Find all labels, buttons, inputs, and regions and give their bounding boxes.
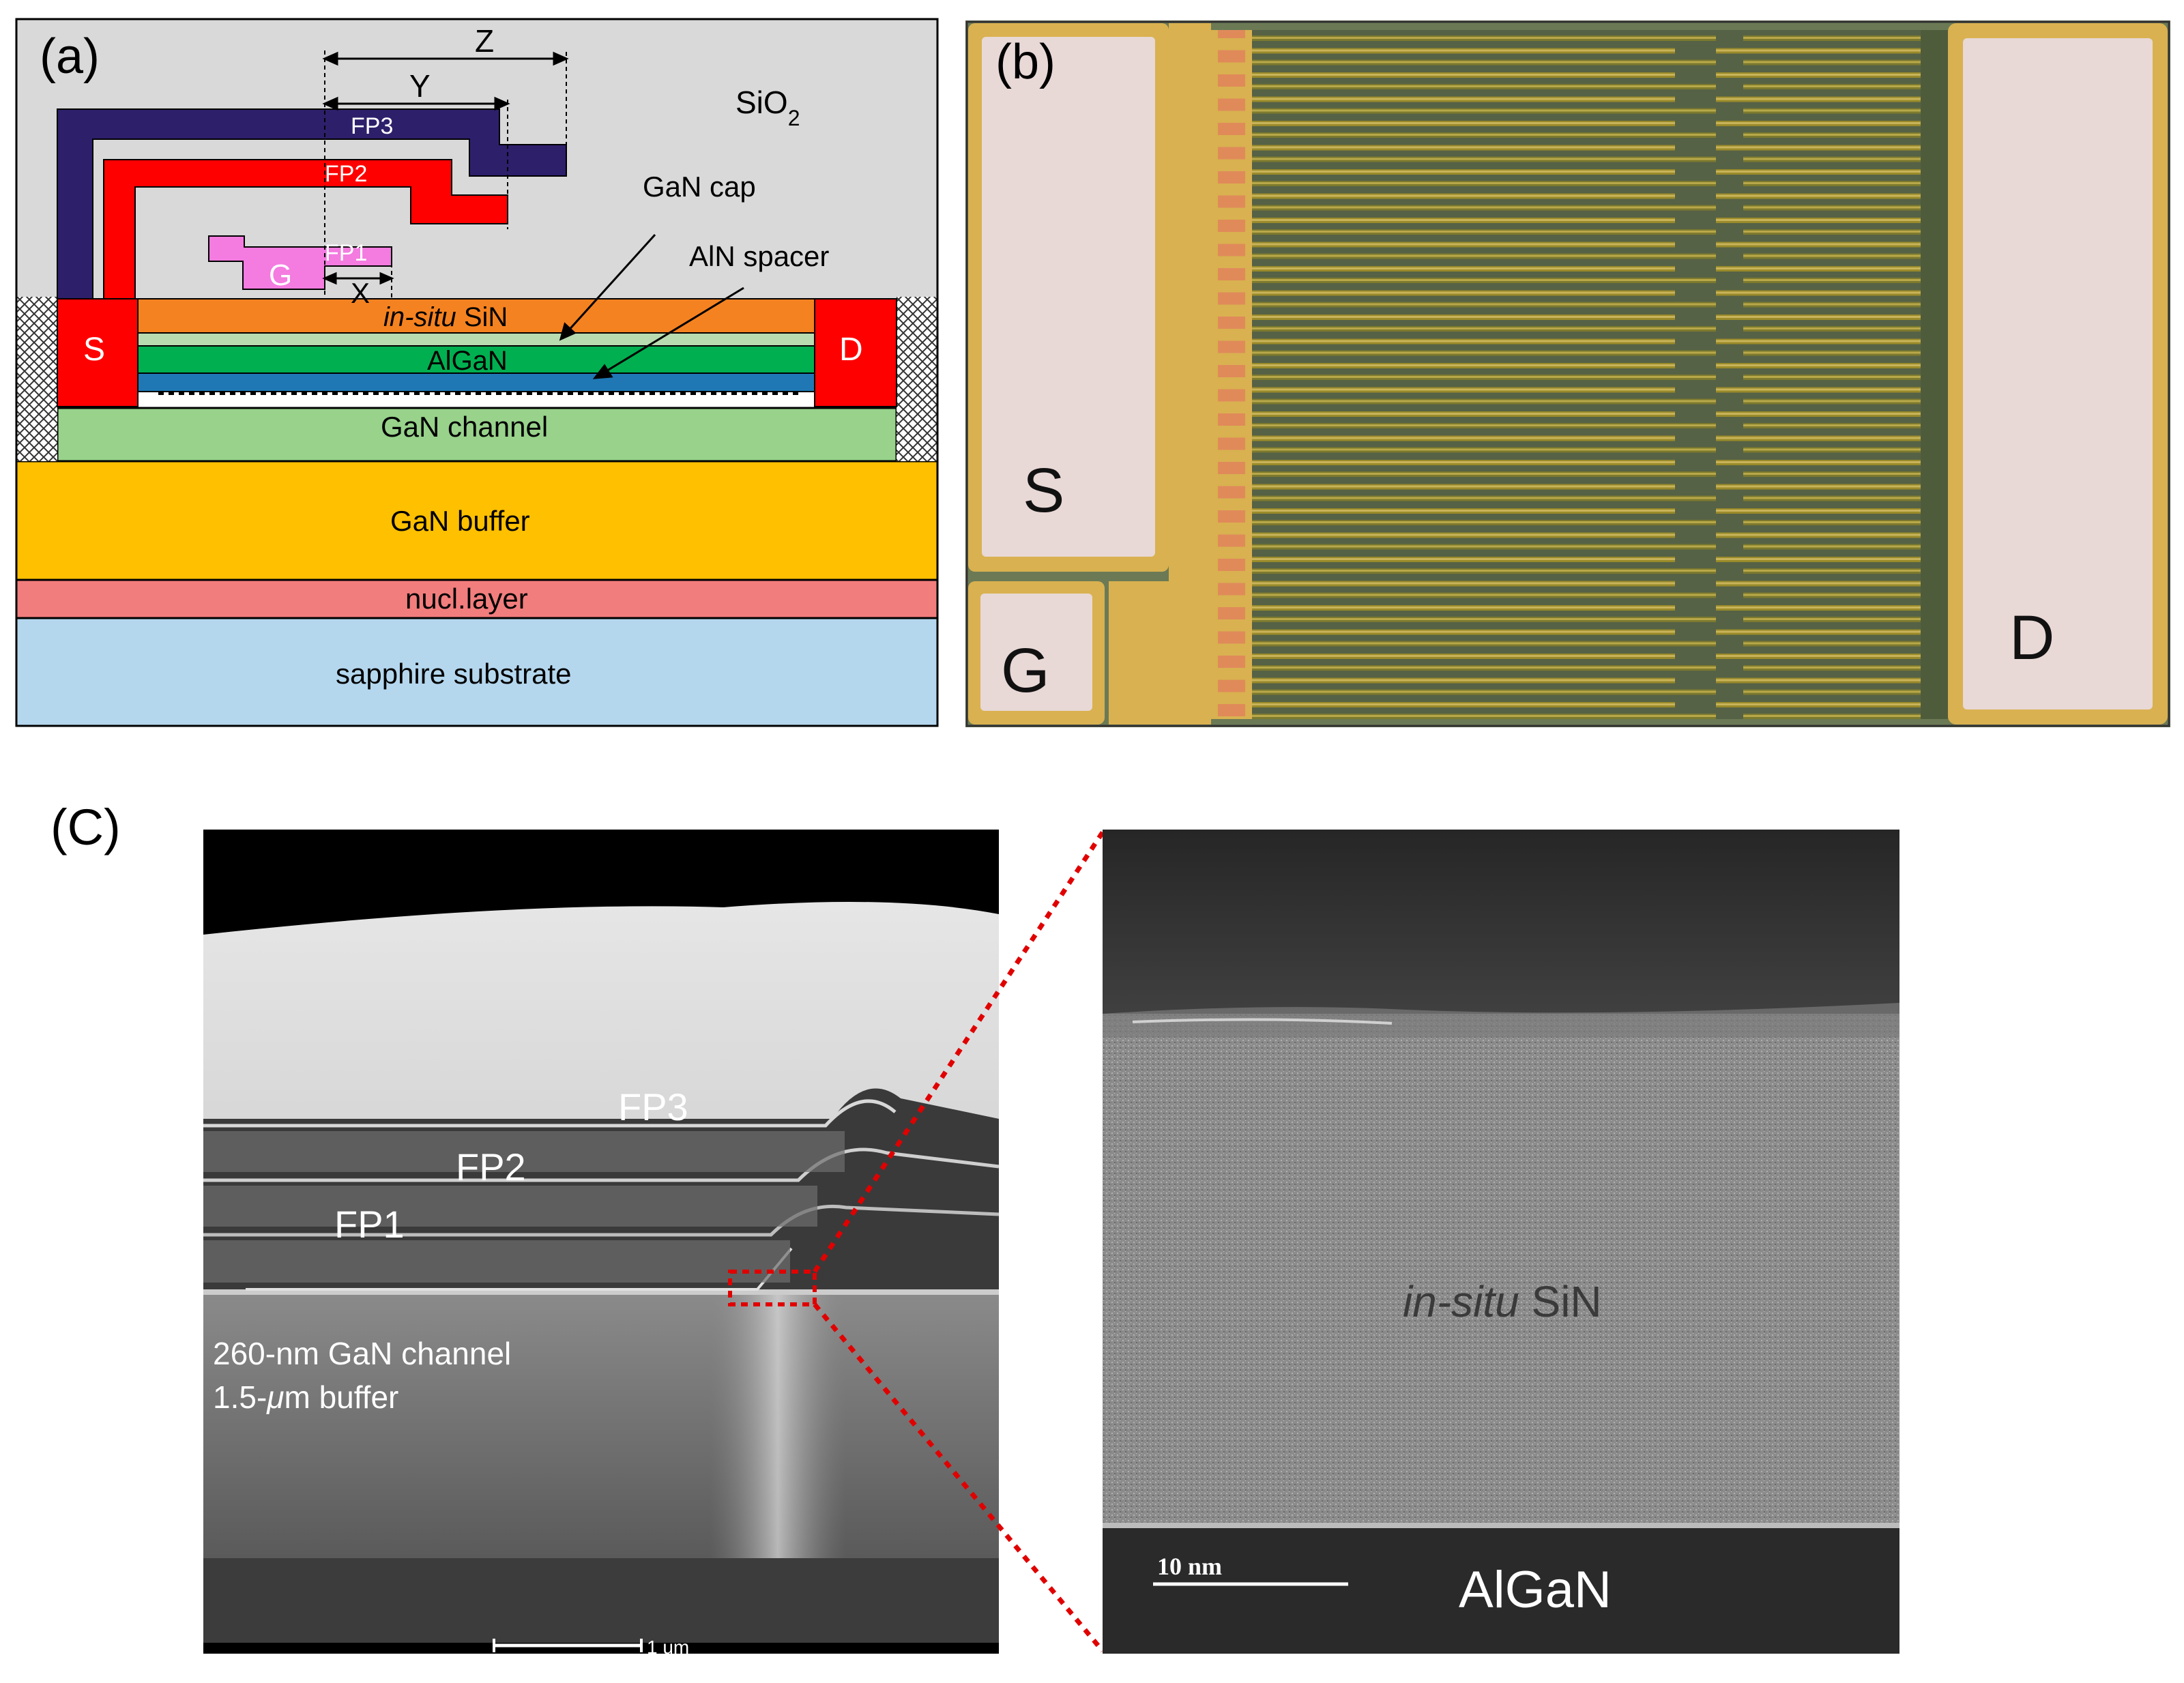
- gate-pad-label: G: [1001, 636, 1050, 705]
- sem-fp2-label: FP2: [456, 1145, 526, 1188]
- insitu-sin-layer: [137, 298, 821, 334]
- gate-bus-vertical: [1169, 23, 1211, 725]
- sem-scale-label: 1 um: [647, 1637, 689, 1658]
- dim-x-label: X: [351, 277, 370, 309]
- panel-a-label: (a): [40, 29, 100, 84]
- gate-fp1-electrode: [208, 235, 392, 290]
- sem-fp1-label: FP1: [334, 1203, 405, 1246]
- tem-scale-label: 10 nm: [1157, 1553, 1222, 1580]
- device-micrograph: S G D: [965, 20, 2170, 727]
- sem-tem-images: 1 um FP3 FP2 FP1 260-nm GaN channel 1.5-…: [203, 830, 1899, 1658]
- source-label: S: [83, 332, 105, 368]
- panel-b-frame: [965, 20, 2170, 727]
- zoom-connector-top: [813, 831, 1105, 1273]
- nucl-layer-label: nucl.layer: [405, 583, 528, 615]
- cross-section-diagram: Z Y X SiO2 FP3 FP2 FP1 G S D GaN cap AlN…: [15, 18, 939, 727]
- algan-label: AlGaN: [427, 346, 508, 376]
- sem-fp3-label: FP3: [618, 1085, 688, 1128]
- substrate-label: sapphire substrate: [336, 658, 572, 690]
- insitu-sin-label: in-situ SiN: [383, 302, 508, 332]
- nucleation-layer: [15, 579, 939, 619]
- callout-arrows: [559, 233, 744, 379]
- dim-y-label: Y: [409, 68, 431, 104]
- panel-c-sem-tem: 1 um FP3 FP2 FP1 260-nm GaN channel 1.5-…: [41, 798, 1917, 1665]
- dimension-arrows: [322, 51, 569, 285]
- panel-a-frame: [15, 18, 939, 727]
- drain-pad[interactable]: [1963, 38, 2153, 709]
- sem-image: [203, 830, 1000, 1654]
- drain-bus-gap: [1921, 30, 1948, 719]
- gan-buffer-label: GaN buffer: [390, 505, 530, 537]
- isolation-right: [897, 297, 937, 461]
- panel-a-cross-section: Z Y X SiO2 FP3 FP2 FP1 G S D GaN cap AlN…: [15, 18, 939, 727]
- panel-b-micrograph: S G D (b): [965, 20, 2170, 727]
- tem-insitu-sin-label: in-situ SiN: [1403, 1277, 1602, 1326]
- fp2-label: FP2: [325, 161, 367, 187]
- drain-contact: [814, 298, 897, 407]
- tem-algan-label: AlGaN: [1459, 1561, 1612, 1619]
- zoom-box: [728, 1270, 817, 1306]
- sapphire-substrate-layer: [15, 617, 939, 727]
- tem-image: [1103, 830, 1899, 1654]
- gate-pad[interactable]: [980, 594, 1092, 711]
- source-pad-label: S: [1023, 456, 1064, 525]
- gan-cap-callout: GaN cap: [643, 171, 756, 203]
- source-pad[interactable]: [982, 37, 1155, 557]
- isolation-left: [16, 297, 57, 461]
- gan-cap-layer: [137, 332, 821, 347]
- dim-z-label: Z: [475, 23, 494, 59]
- sio2-label: SiO2: [736, 85, 800, 130]
- gan-channel-label: GaN channel: [381, 411, 548, 443]
- panel-c-label: (C): [50, 799, 121, 855]
- gate-label: G: [269, 259, 292, 292]
- sem-channel-line1: 260-nm GaN channel: [213, 1336, 511, 1371]
- sem-channel-line2: 1.5-μm buffer: [213, 1379, 398, 1415]
- drain-label: D: [839, 332, 863, 368]
- drain-pad-label: D: [2009, 603, 2054, 673]
- aln-spacer-layer: [137, 372, 821, 392]
- gan-channel-layer: [56, 407, 898, 463]
- gate-bus: [1109, 581, 1171, 725]
- fp1-label: FP1: [325, 240, 367, 266]
- panel-b-label: (b): [995, 35, 1055, 89]
- gate-comb: [1211, 30, 1252, 719]
- fp3-label: FP3: [351, 113, 393, 139]
- source-contact: [57, 298, 139, 407]
- aln-spacer-callout: AlN spacer: [689, 240, 829, 272]
- fp3-plate: [57, 108, 567, 299]
- gan-buffer-layer: [15, 460, 939, 581]
